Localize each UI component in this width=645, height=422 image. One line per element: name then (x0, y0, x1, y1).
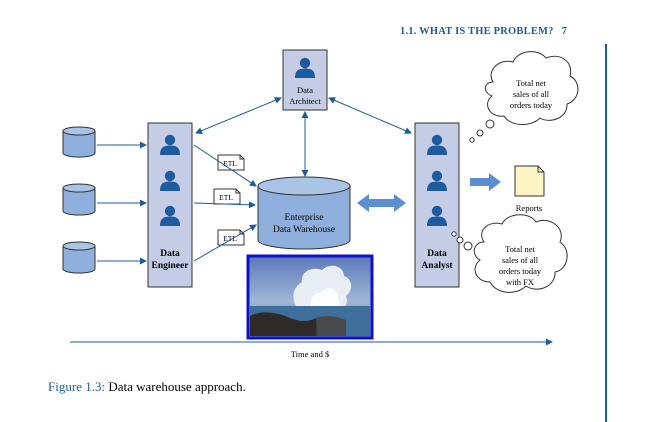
photo-image (246, 254, 374, 340)
database-icon (62, 241, 96, 274)
thought-bottom-line3: orders today (499, 266, 542, 276)
side-rule (605, 44, 607, 422)
source-database-2 (62, 183, 96, 216)
reports-arrow (470, 173, 501, 191)
etl-group: ETL ETL ETL (193, 144, 257, 262)
data-analyst-box: Data Analyst (414, 122, 460, 288)
source-arrows (97, 141, 147, 265)
source-database-3 (62, 241, 96, 274)
etl-label: ETL (223, 159, 237, 168)
analyst-label-line1: Data (427, 249, 447, 259)
thought-top-line1: Total net (516, 78, 546, 88)
thought-top-line2: sales of all (513, 89, 550, 99)
reports: Reports (514, 165, 545, 213)
thought-bottom-line1: Total net (505, 244, 535, 254)
timeline-label: Time and $ (291, 349, 329, 359)
data-architect-box: Data Architect (282, 49, 328, 111)
etl-document-2: ETL (213, 188, 241, 205)
database-icon (62, 183, 96, 216)
architect-label-line1: Data (297, 85, 313, 95)
warehouse-label-line1: Enterprise (284, 213, 323, 223)
engineer-label-line2: Engineer (152, 261, 190, 271)
etl-label: ETL (219, 193, 233, 202)
database-icon (62, 126, 96, 158)
thought-bubble-top: Total net sales of all orders today (469, 51, 579, 143)
data-engineer-box: Data Engineer (147, 122, 193, 288)
enterprise-warehouse: Enterprise Data Warehouse (257, 176, 351, 250)
etl-document-3: ETL (217, 229, 245, 246)
thought-bubble-bottom: Total net sales of all orders today with… (451, 214, 568, 293)
page-number: 7 (561, 26, 568, 37)
page-header: 1.1. WHAT IS THE PROBLEM? 7 (400, 26, 567, 37)
timeline: Time and $ (70, 338, 553, 359)
figure-label: Figure 1.3: (48, 379, 106, 394)
thought-bottom-line2: sales of all (502, 255, 539, 265)
analyst-label-line2: Analyst (421, 261, 453, 271)
engineer-label-line1: Data (160, 249, 180, 259)
bidirectional-arrow (357, 194, 406, 212)
thought-top-line3: orders today (510, 100, 553, 110)
architect-label-line2: Architect (289, 96, 321, 106)
document-icon (514, 165, 545, 197)
thought-bottom-line4: with FX (506, 277, 534, 287)
reports-label: Reports (516, 203, 542, 213)
warehouse-label-line2: Data Warehouse (273, 225, 335, 235)
figure-caption-text: Data warehouse approach. (108, 379, 246, 394)
architect-arrows (195, 97, 412, 177)
section-title: 1.1. WHAT IS THE PROBLEM? (400, 26, 554, 37)
source-database-1 (62, 126, 96, 158)
etl-document-1: ETL (217, 154, 245, 171)
figure-caption: Figure 1.3: Data warehouse approach. (48, 379, 246, 395)
etl-label: ETL (223, 234, 237, 243)
